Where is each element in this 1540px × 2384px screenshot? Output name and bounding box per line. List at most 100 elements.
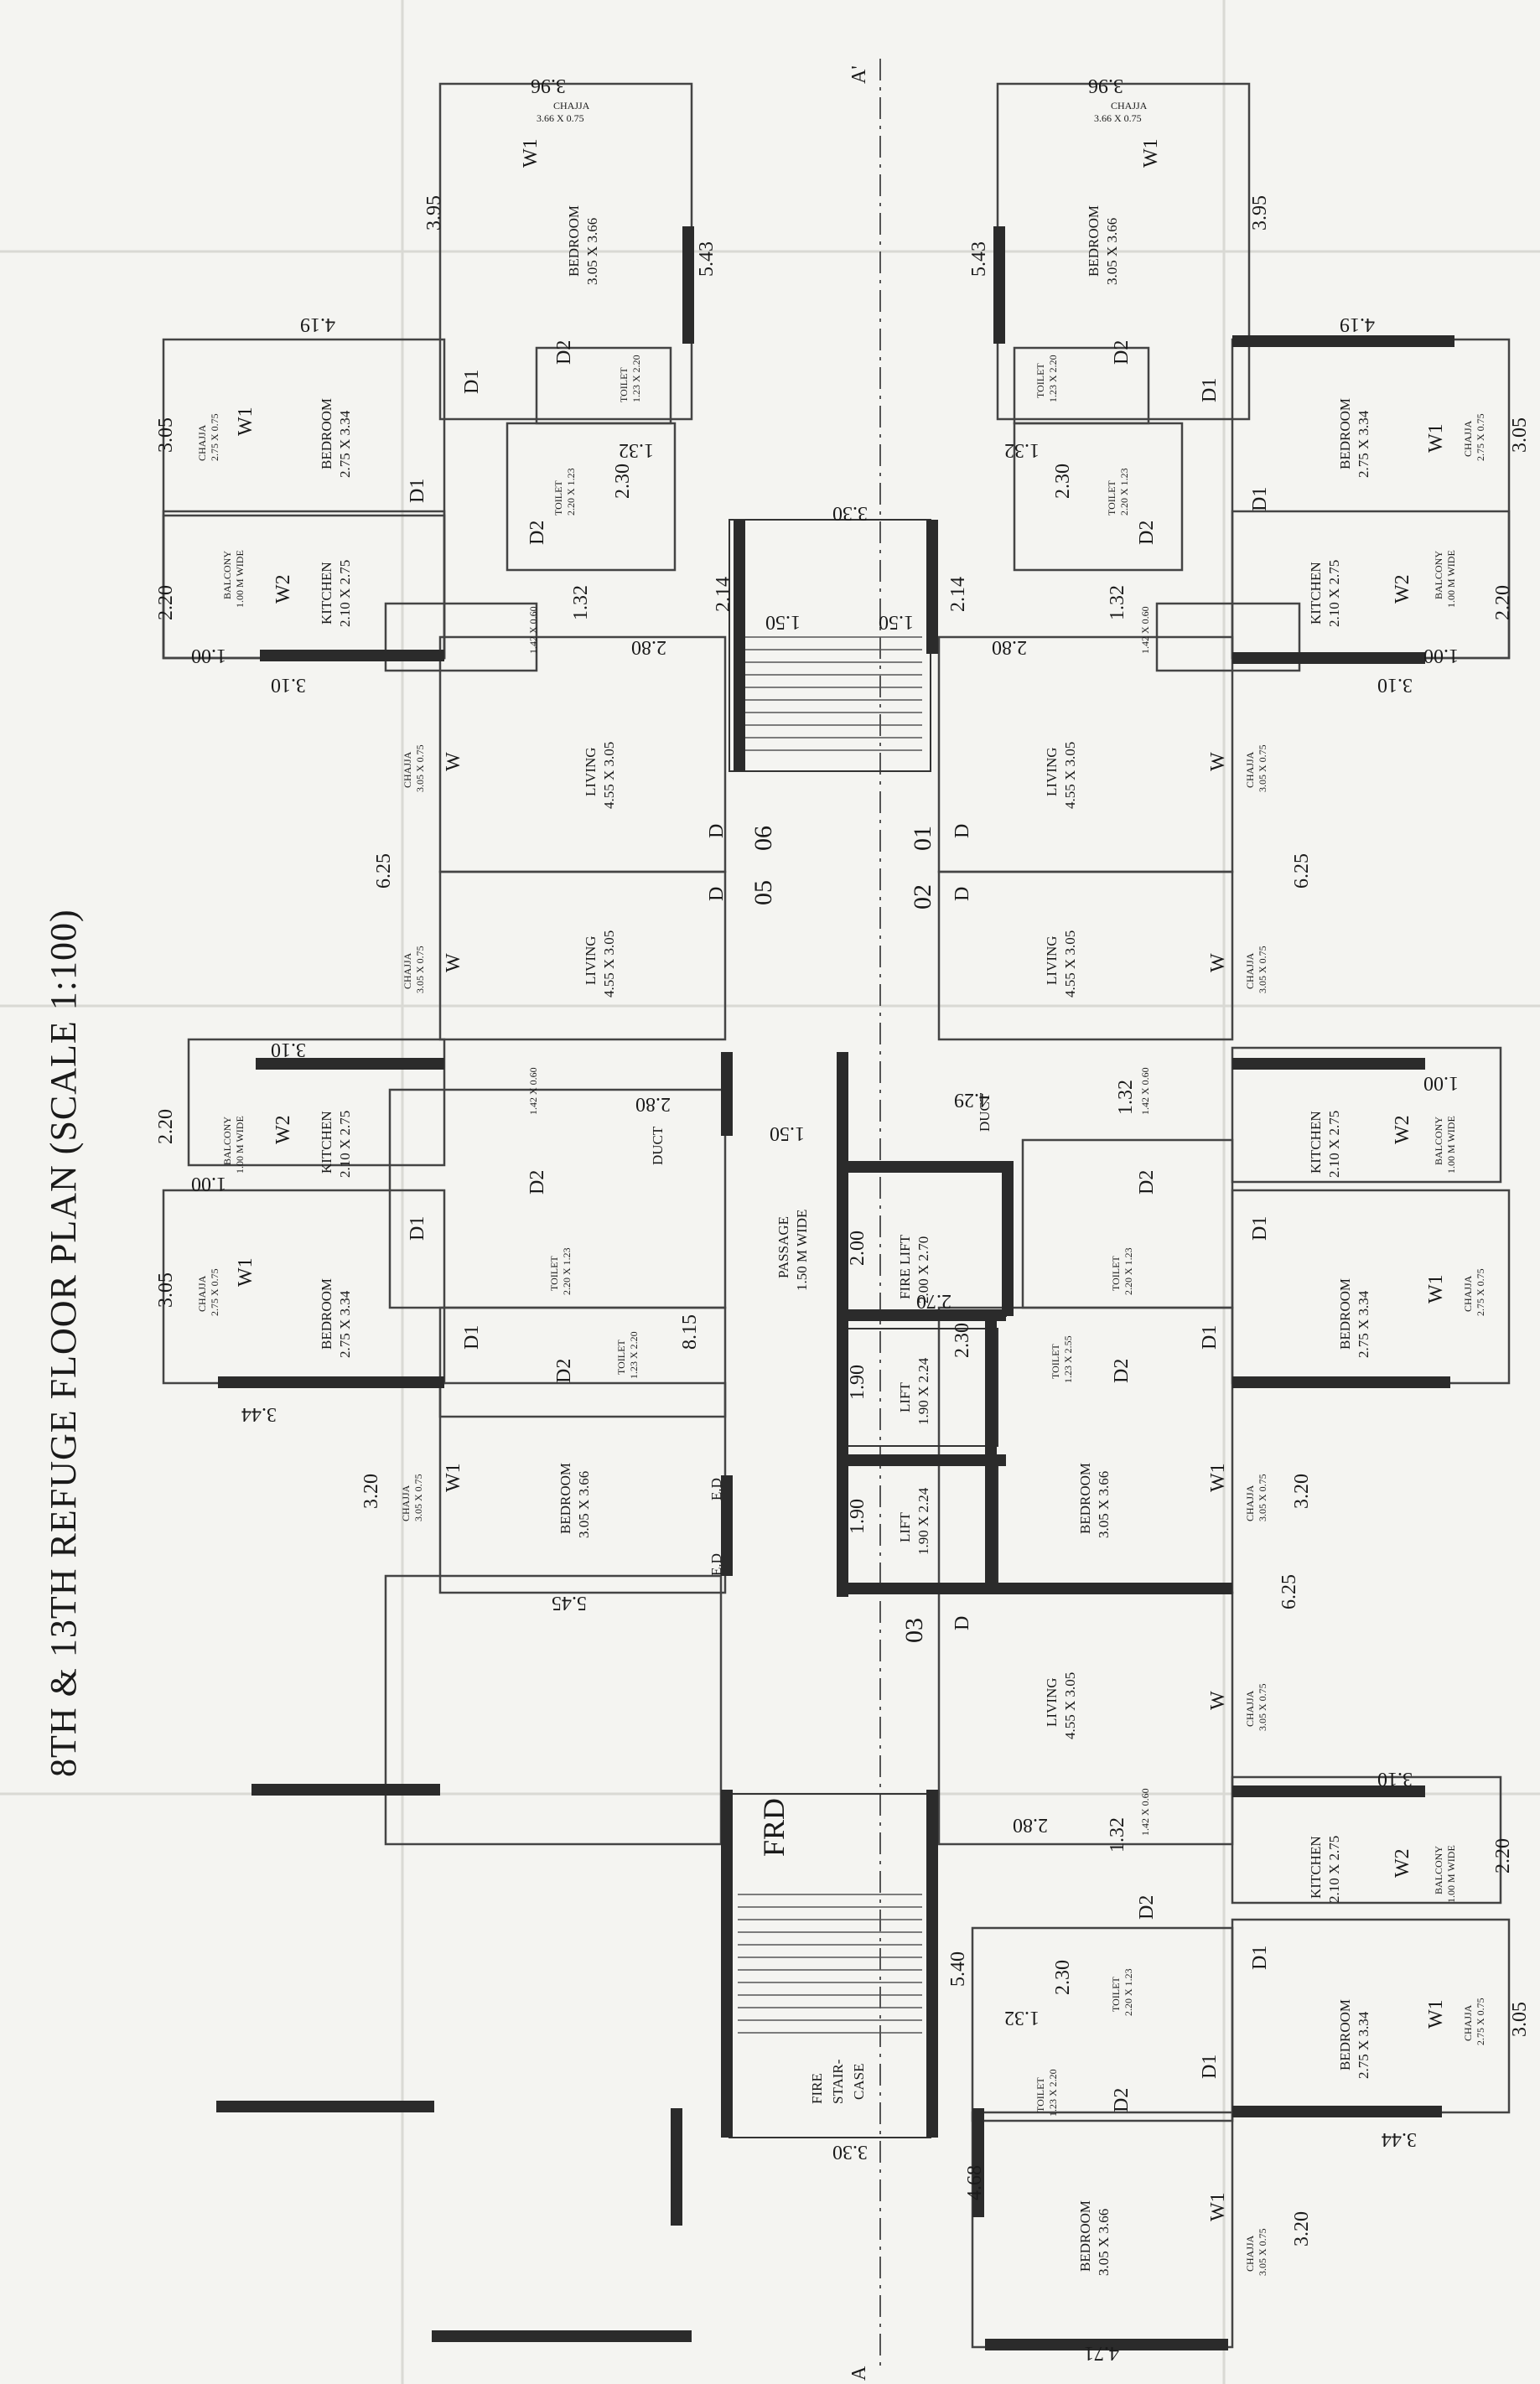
room-size: 3.05 X 0.75 xyxy=(1257,744,1268,792)
plan-annotation: W1 xyxy=(1207,1463,1229,1492)
plan-annotation: 1.32 xyxy=(619,439,654,461)
room-label: TOILET xyxy=(1034,363,1046,398)
room-label: BEDROOM xyxy=(1337,398,1353,469)
room-size: 2.10 X 2.75 xyxy=(1326,1111,1342,1178)
plan-annotation: W2 xyxy=(272,574,294,604)
plan-annotation: D xyxy=(951,824,973,838)
room-size: 2.10 X 2.75 xyxy=(337,560,353,627)
plan-annotation: 1.90 xyxy=(847,1499,869,1534)
plan-annotation: 5.43 xyxy=(968,241,990,277)
room-label: BEDROOM xyxy=(1086,205,1102,277)
plan-annotation: D2 xyxy=(1136,521,1158,545)
plan-annotation: 3.10 xyxy=(1377,674,1413,696)
unit-number: 02 xyxy=(909,884,936,910)
plan-annotation: W1 xyxy=(1207,2192,1229,2221)
room-size: 1.00 M WIDE xyxy=(1445,550,1457,608)
room-label: CHAJJA xyxy=(553,100,590,111)
exit-door-label: E.D xyxy=(708,1478,724,1500)
room-size: 2.75 X 3.34 xyxy=(337,410,353,478)
plan-annotation: W1 xyxy=(443,1463,464,1492)
room-size: 4.55 X 3.05 xyxy=(1062,742,1078,809)
plan-annotation: 4.29 xyxy=(954,1089,989,1111)
plan-annotation: 2.30 xyxy=(1052,464,1074,499)
room-label: CHAJJA xyxy=(1244,751,1256,788)
room-label: CHAJJA xyxy=(196,424,208,461)
plan-annotation: W1 xyxy=(1425,1999,1447,2029)
plan-annotation: 2.80 xyxy=(992,636,1027,658)
plan-annotation: 3.05 xyxy=(155,417,177,453)
section-mark-bottom: A xyxy=(848,2366,870,2381)
plan-annotation: D xyxy=(706,824,728,838)
room-size: 3.05 X 0.75 xyxy=(1257,946,1268,993)
room-size: 2.75 X 0.75 xyxy=(209,413,220,461)
lift-size: 1.90 X 2.24 xyxy=(915,1357,931,1425)
plan-annotation: 3.05 xyxy=(155,1272,177,1308)
room-label: TOILET xyxy=(1034,2077,1046,2112)
unit-number: 06 xyxy=(749,826,777,851)
room-label: TOILET xyxy=(615,1340,627,1375)
plan-annotation: 5.43 xyxy=(696,241,718,277)
room-size: 3.05 X 3.66 xyxy=(584,218,600,285)
unit-number: 01 xyxy=(909,826,936,851)
plan-annotation: 4.19 xyxy=(1340,314,1375,335)
room-size: 4.55 X 3.05 xyxy=(1062,930,1078,998)
plan-annotation: 3.05 xyxy=(1509,417,1531,453)
room-size: 3.05 X 0.75 xyxy=(1257,2228,1268,2276)
room-label: BEDROOM xyxy=(1077,2200,1093,2272)
plan-annotation: 3.96 xyxy=(1088,75,1123,96)
room-label: BEDROOM xyxy=(557,1463,573,1534)
room-label: BALCONY xyxy=(221,1117,233,1165)
room-label: KITCHEN xyxy=(319,1111,334,1174)
plan-annotation: 1.32 xyxy=(1004,2007,1040,2029)
plan-annotation: D2 xyxy=(1136,1170,1158,1195)
plan-annotation: 1.32 xyxy=(1107,585,1128,620)
room-label: CHAJJA xyxy=(402,952,413,989)
plan-annotation: 1.50 xyxy=(770,1122,805,1144)
plan-annotation: 1.32 xyxy=(1115,1080,1137,1115)
room-label: DUCT xyxy=(650,1126,666,1165)
shaft-size: 1.42 X 0.60 xyxy=(527,606,539,654)
room-size: 1.00 M WIDE xyxy=(234,550,246,608)
plan-annotation: 1.50 xyxy=(765,611,801,633)
plan-annotation: D2 xyxy=(526,1170,548,1195)
plan-title: 8TH & 13TH REFUGE FLOOR PLAN (SCALE 1:10… xyxy=(43,909,84,1777)
room-size: 3.66 X 0.75 xyxy=(537,112,584,124)
plan-annotation: D2 xyxy=(553,1359,575,1383)
plan-annotation: 4.19 xyxy=(300,314,335,335)
room-label: CHAJJA xyxy=(1462,1275,1474,1312)
plan-annotation: 3.96 xyxy=(531,75,566,96)
room-size: 2.20 X 1.23 xyxy=(561,1247,573,1295)
core-labels: PASSAGE 1.50 M WIDE FIRE LIFT 2.00 X 2.7… xyxy=(757,1092,993,2104)
plan-annotation: 2.80 xyxy=(635,1093,671,1115)
right-wing-walls xyxy=(937,82,1511,2349)
room-label: LIVING xyxy=(583,747,599,796)
plan-annotation: 1.90 xyxy=(847,1365,869,1400)
room-size: 1.00 M WIDE xyxy=(1445,1845,1457,1903)
room-label: LIVING xyxy=(583,935,599,985)
plan-annotation: 2.70 xyxy=(916,1290,951,1312)
plan-annotation: 1.00 xyxy=(191,645,226,666)
plan-annotation: W xyxy=(443,953,464,972)
plan-annotation: 3.44 xyxy=(241,1403,277,1425)
plan-annotation: 4.71 xyxy=(1084,2342,1119,2364)
plan-annotation: 2.80 xyxy=(631,636,666,658)
plan-annotation: 2.20 xyxy=(1492,1838,1514,1874)
room-size: 3.05 X 3.66 xyxy=(1104,218,1120,285)
plan-annotation: 1.32 xyxy=(1004,439,1040,461)
lift-size: 1.90 X 2.24 xyxy=(915,1487,931,1555)
room-label: BEDROOM xyxy=(1337,1278,1353,1350)
room-size: 2.10 X 2.75 xyxy=(337,1111,353,1178)
plan-annotation: 2.80 xyxy=(1013,1814,1048,1836)
plan-annotation: W xyxy=(1207,752,1229,771)
plan-annotation: 3.10 xyxy=(271,1039,306,1060)
plan-annotation: 3.30 xyxy=(832,2141,868,2163)
unit-number: 05 xyxy=(749,880,777,905)
room-size: 2.75 X 0.75 xyxy=(1475,413,1486,461)
lift-label: LIFT xyxy=(897,1382,913,1413)
fire-lift-size: 2.00 X 2.70 xyxy=(915,1236,931,1303)
plan-annotation: D1 xyxy=(407,479,428,503)
plan-annotation: 3.05 xyxy=(1509,2002,1531,2037)
room-label: CHAJJA xyxy=(1244,1485,1256,1521)
plan-annotation: 1.00 xyxy=(191,1173,226,1195)
